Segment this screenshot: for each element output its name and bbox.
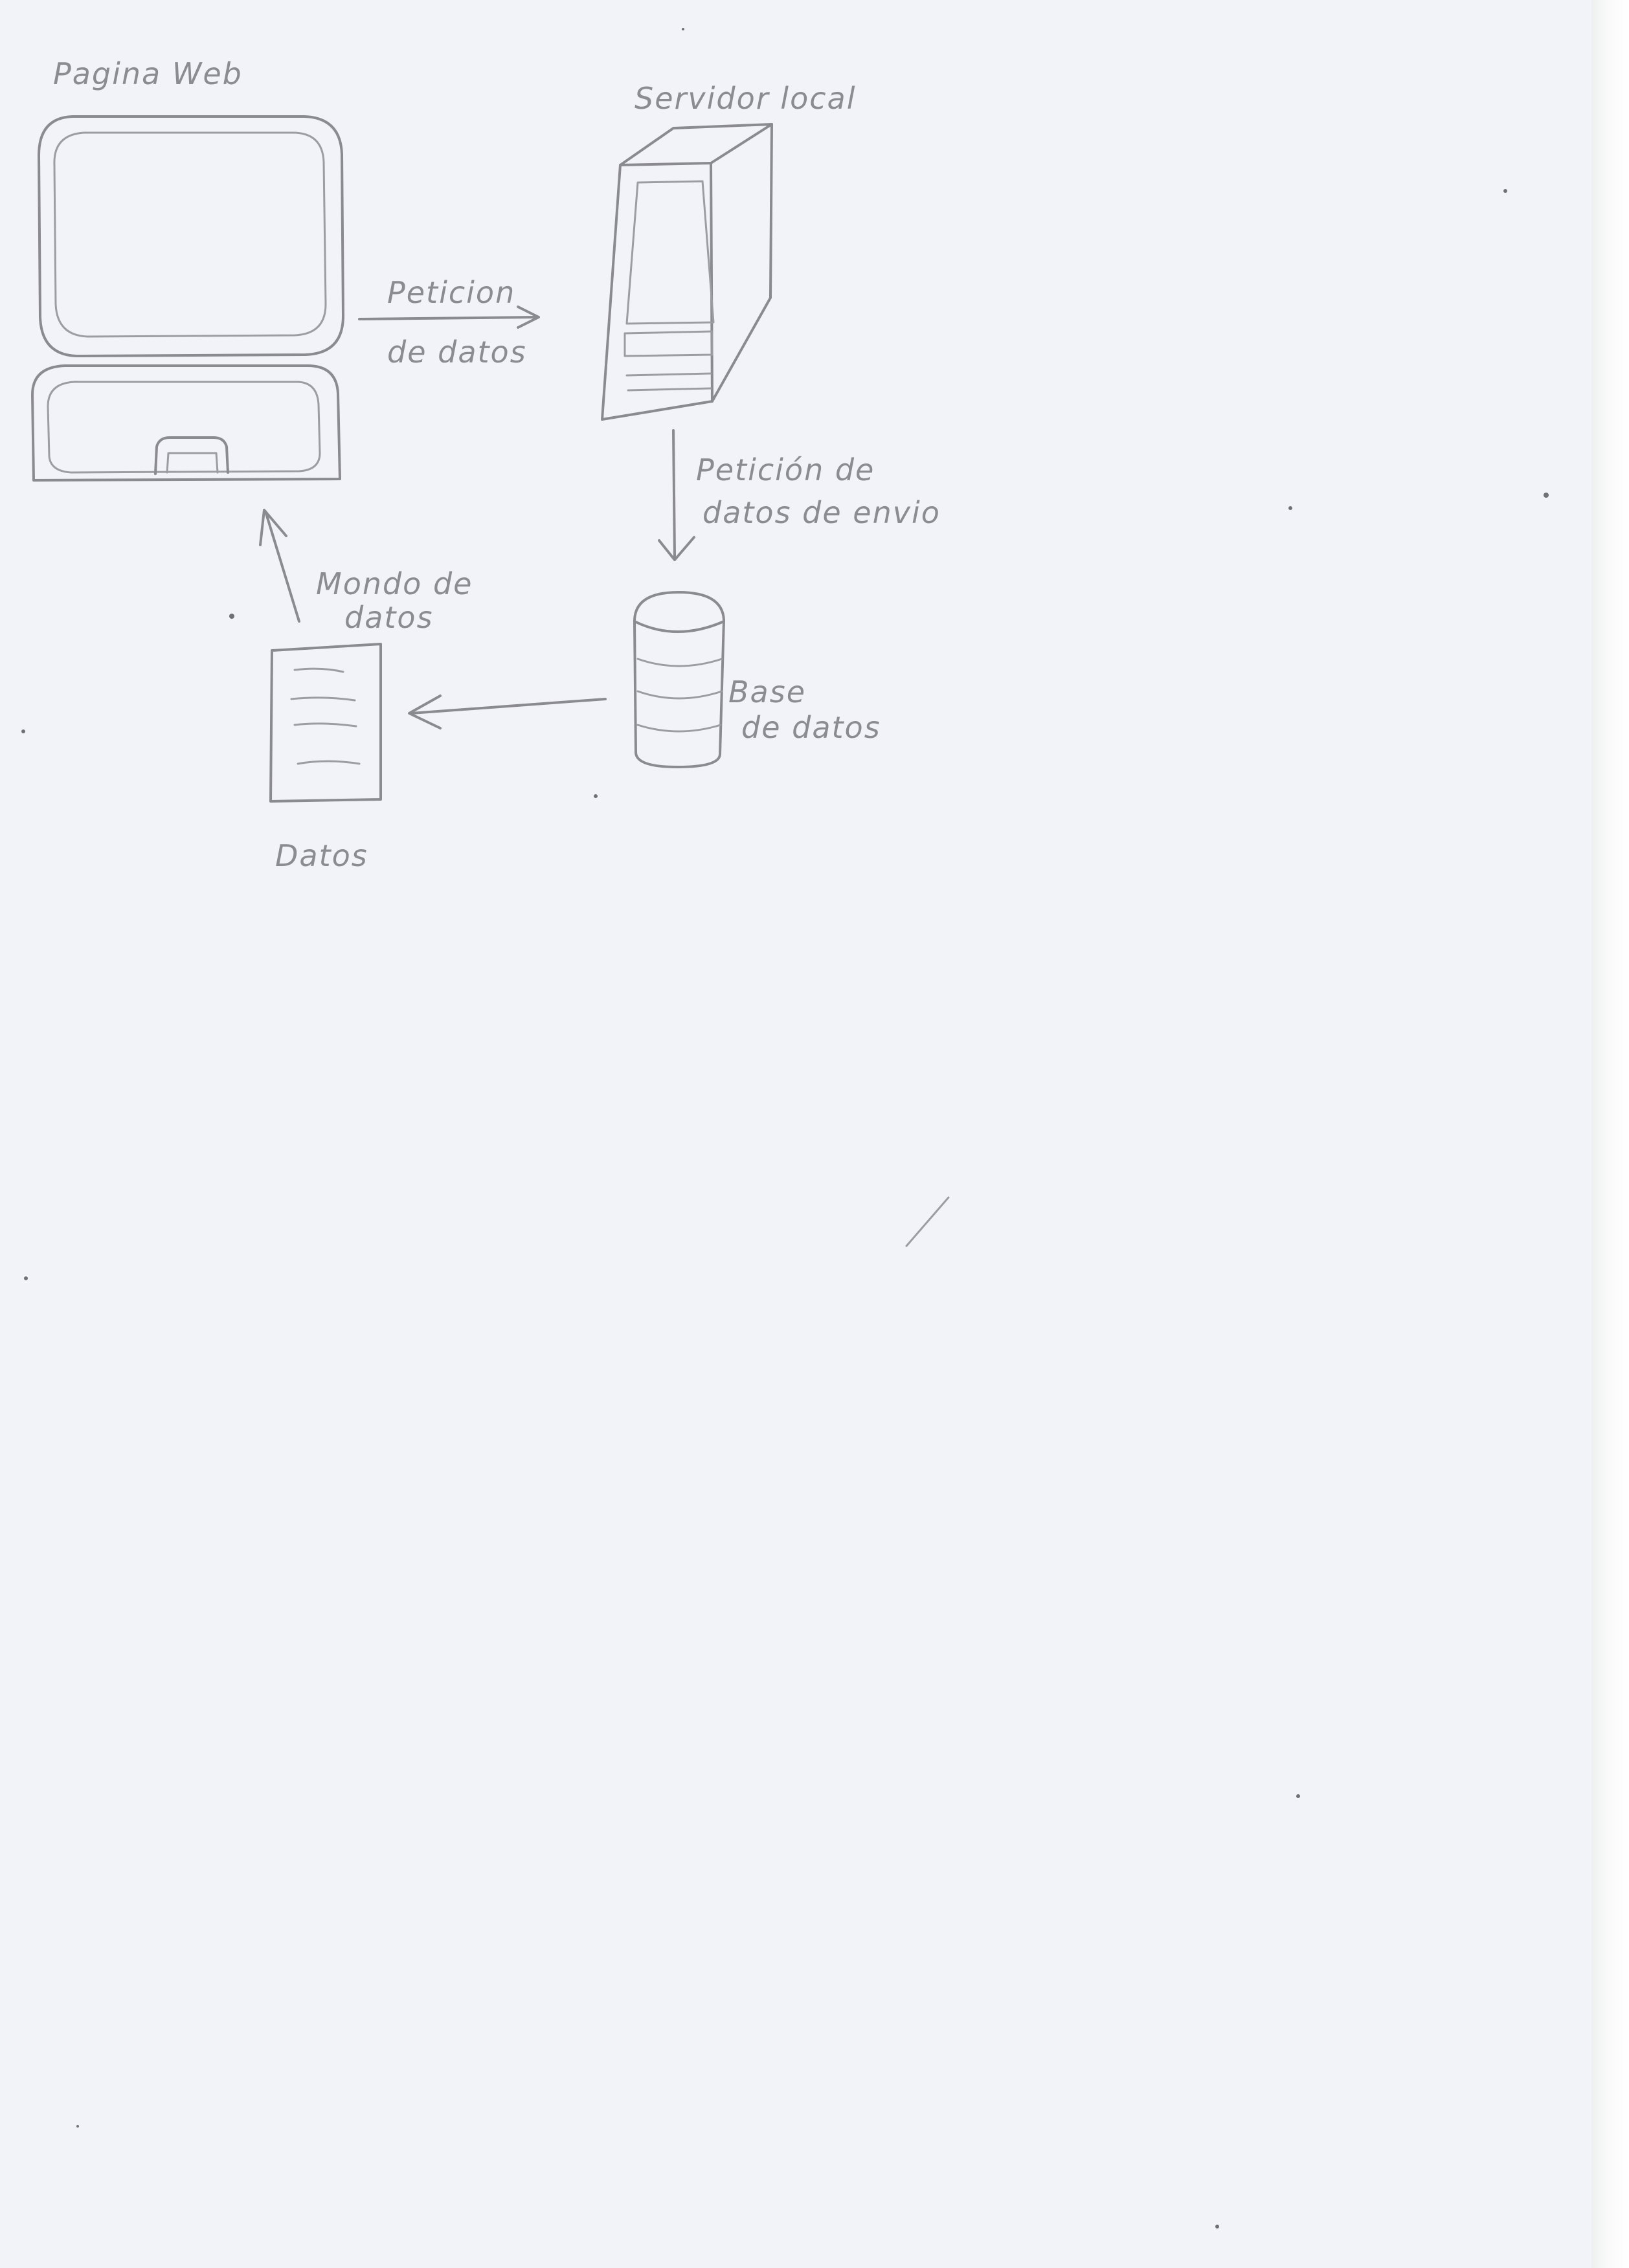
laptop-label: Pagina Web [53,56,243,91]
server-label: Servidor local [635,81,856,116]
db-disk-line-2 [636,690,723,700]
server-drive-bay-1 [624,330,713,357]
laptop-screen-outer [38,115,344,357]
arrow-line [672,429,676,558]
edge-label-line1: Peticion [387,275,515,310]
arrow-head [658,536,695,561]
server-drive-bay-3 [627,387,712,392]
server-panel [625,180,715,325]
doc-line-3 [293,722,357,728]
db-disk-line-1 [636,658,723,667]
edge-page-to-server: Peticion de datos [358,275,540,370]
stray-mark [905,1196,950,1247]
db-disk-line-3 [636,724,722,733]
arrow-line [410,698,607,715]
doc-outline [269,643,382,803]
arrow-line [264,510,300,623]
arrow-head [259,509,287,546]
db-cylinder-outline [633,591,725,768]
db-label-line1: Base [728,674,806,709]
db-top-rim [633,620,725,633]
paper-edge [1591,0,1629,2268]
database-node: Base de datos [633,591,881,768]
doc-line-1 [293,667,344,673]
edge-doc-to-page: Mondo de datos [259,509,473,635]
edge-label-line2: datos de envio [702,495,941,530]
edge-label-line1: Petición de [696,452,875,487]
laptop-base-inner [47,381,321,474]
laptop-touchpad [154,436,229,475]
db-label-line2: de datos [741,710,881,745]
server-drive-bay-2 [625,372,712,377]
laptop-touchpad-inner [166,452,219,474]
edge-label-line1: Mondo de [316,566,473,601]
edge-label-line2: datos [344,600,434,635]
server-node: Servidor local [601,81,856,421]
data-doc-node: Datos [269,643,382,873]
doc-label: Datos [275,838,368,873]
server-top [619,123,773,166]
edge-server-to-db: Petición de datos de envio [658,429,941,561]
edge-label-line2: de datos [387,335,527,370]
doc-line-2 [290,696,356,702]
laptop-node: Pagina Web [31,56,344,482]
server-front [601,162,713,421]
arrow-head [517,306,540,329]
doc-line-4 [297,760,361,765]
arrow-head [408,695,442,729]
laptop-screen-inner [53,131,327,338]
arrow-line [358,316,539,320]
edge-db-to-doc [408,695,607,729]
server-side [711,123,773,403]
laptop-base-outer [31,364,341,482]
paper-specks [21,28,1549,2229]
